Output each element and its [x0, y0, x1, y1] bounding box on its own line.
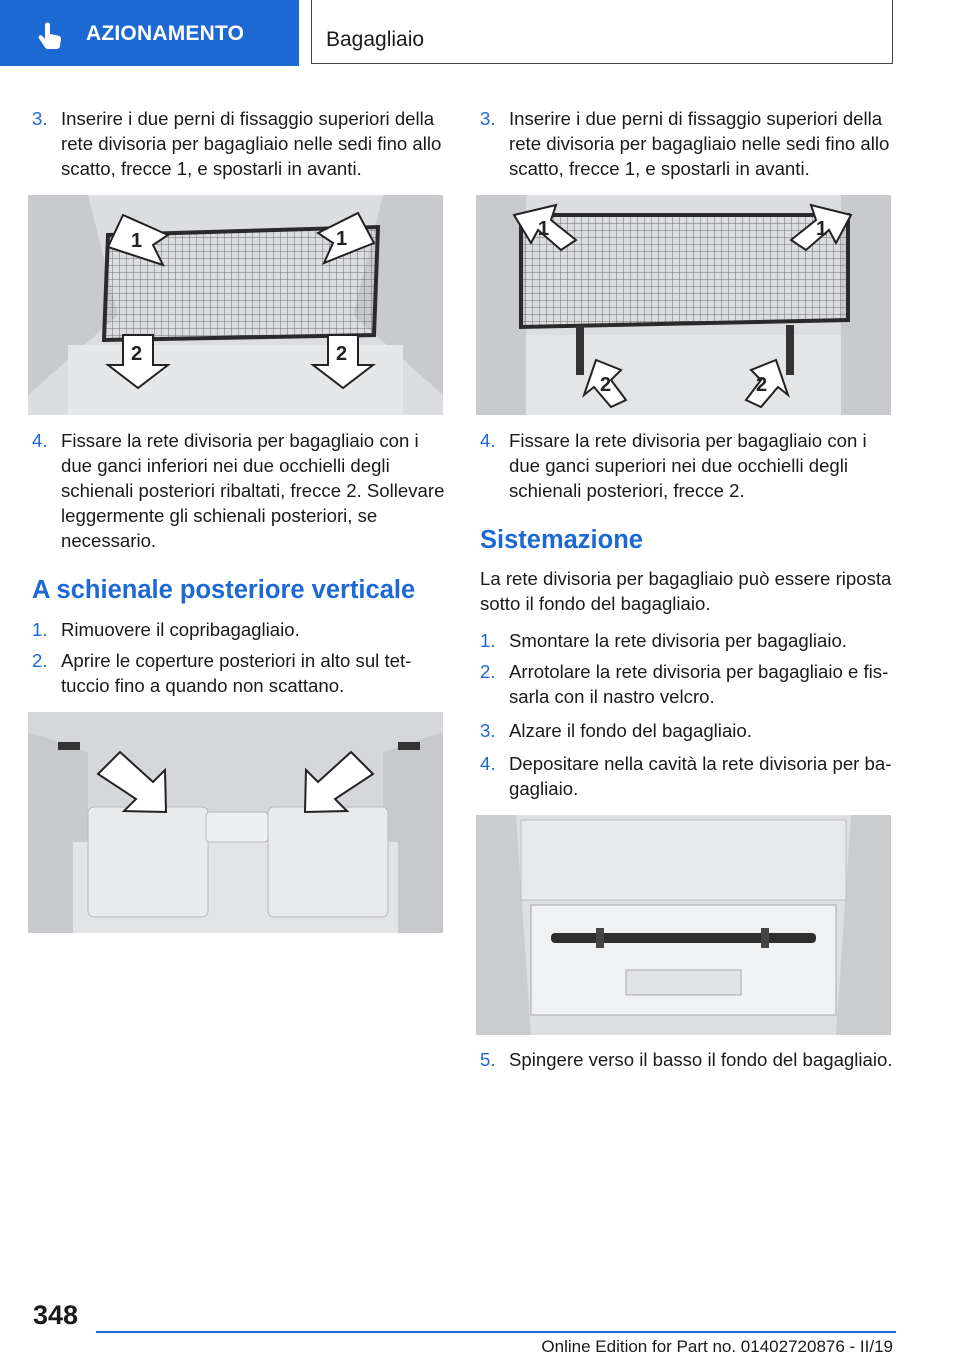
instruction-step: 3. Alzare il fondo del bagagliaio. [480, 718, 895, 743]
instruction-step: 3. Inserire i due perni di fissaggio sup… [480, 106, 895, 181]
arrow-label: 1 [538, 218, 549, 240]
step-number: 4. [480, 430, 496, 451]
figure-storage-compartment [476, 815, 891, 1035]
figure-net-lowered-seats: 1 1 2 2 [28, 195, 443, 415]
step-text: Alzare il fondo del bagagliaio. [509, 720, 752, 741]
step-text: Depositare nella cavità la rete divisori… [509, 753, 892, 799]
arrow-label: 1 [336, 228, 347, 250]
step-text: Rimuovere il copribagagliaio. [61, 619, 300, 640]
step-number: 3. [480, 720, 496, 741]
chapter-title: AZIONAMENTO [86, 22, 245, 45]
arrow-label: 2 [600, 374, 611, 396]
arrow-label: 2 [336, 343, 347, 365]
instruction-step: 1. Smontare la rete divisoria per bagagl… [480, 628, 895, 653]
step-number: 5. [480, 1049, 496, 1070]
step-number: 2. [32, 650, 48, 671]
step-number: 3. [480, 108, 496, 129]
edition-note: Online Edition for Part no. 01402720876 … [541, 1337, 893, 1356]
section-header: Bagagliaio [311, 0, 893, 64]
step-number: 1. [480, 630, 496, 651]
step-number: 1. [32, 619, 48, 640]
instruction-step: 4. Fissare la rete divisoria per bagagli… [480, 428, 895, 503]
step-text: Smontare la rete divisoria per bagagliai… [509, 630, 847, 651]
instruction-step: 4. Fissare la rete divisoria per bagagli… [32, 428, 447, 553]
figure-net-upright-seats: 1 1 2 2 [476, 195, 891, 415]
instruction-step: 4. Depositare nella cavità la rete divis… [480, 751, 895, 801]
instruction-step: 1. Rimuovere il copribagagliaio. [32, 617, 447, 642]
section-heading: Sistemazione [480, 526, 643, 554]
hand-pointer-icon [38, 22, 61, 49]
step-text: Spingere verso il basso il fondo del bag… [509, 1049, 893, 1070]
footer-divider [96, 1331, 896, 1333]
step-text: Aprire le coperture posteriori in alto s… [61, 650, 412, 696]
figure-rear-covers-open [28, 712, 443, 933]
chapter-tab[interactable]: AZIONAMENTO [0, 0, 299, 66]
step-number: 2. [480, 661, 496, 682]
arrow-label: 1 [816, 218, 827, 240]
instruction-step: 3. Inserire i due perni di fissaggio sup… [32, 106, 447, 181]
step-text: Fissare la rete divisoria per bagagliaio… [509, 430, 867, 501]
step-text: Arrotolare la rete divisoria per bagagli… [509, 661, 889, 707]
page-number: 348 [33, 1300, 79, 1330]
arrow-label: 2 [756, 374, 767, 396]
section-heading: A schienale posteriore verticale [32, 576, 416, 604]
step-number: 4. [480, 753, 496, 774]
section-title: Bagagliaio [326, 28, 425, 51]
arrow-label: 2 [131, 343, 142, 365]
instruction-step: 2. Arrotolare la rete divisoria per baga… [480, 659, 895, 709]
instruction-step: 5. Spingere verso il basso il fondo del … [480, 1047, 895, 1072]
step-text: Inserire i due perni di fissaggio superi… [61, 108, 442, 179]
intro-paragraph: La rete divisoria per bagagliaio può ess… [480, 568, 892, 614]
step-text: Inserire i due perni di fissaggio superi… [509, 108, 890, 179]
instruction-step: 2. Aprire le coperture posteriori in alt… [32, 648, 447, 698]
step-number: 3. [32, 108, 48, 129]
arrow-label: 1 [131, 230, 142, 252]
step-number: 4. [32, 430, 48, 451]
step-text: Fissare la rete divisoria per bagagliaio… [61, 430, 445, 551]
